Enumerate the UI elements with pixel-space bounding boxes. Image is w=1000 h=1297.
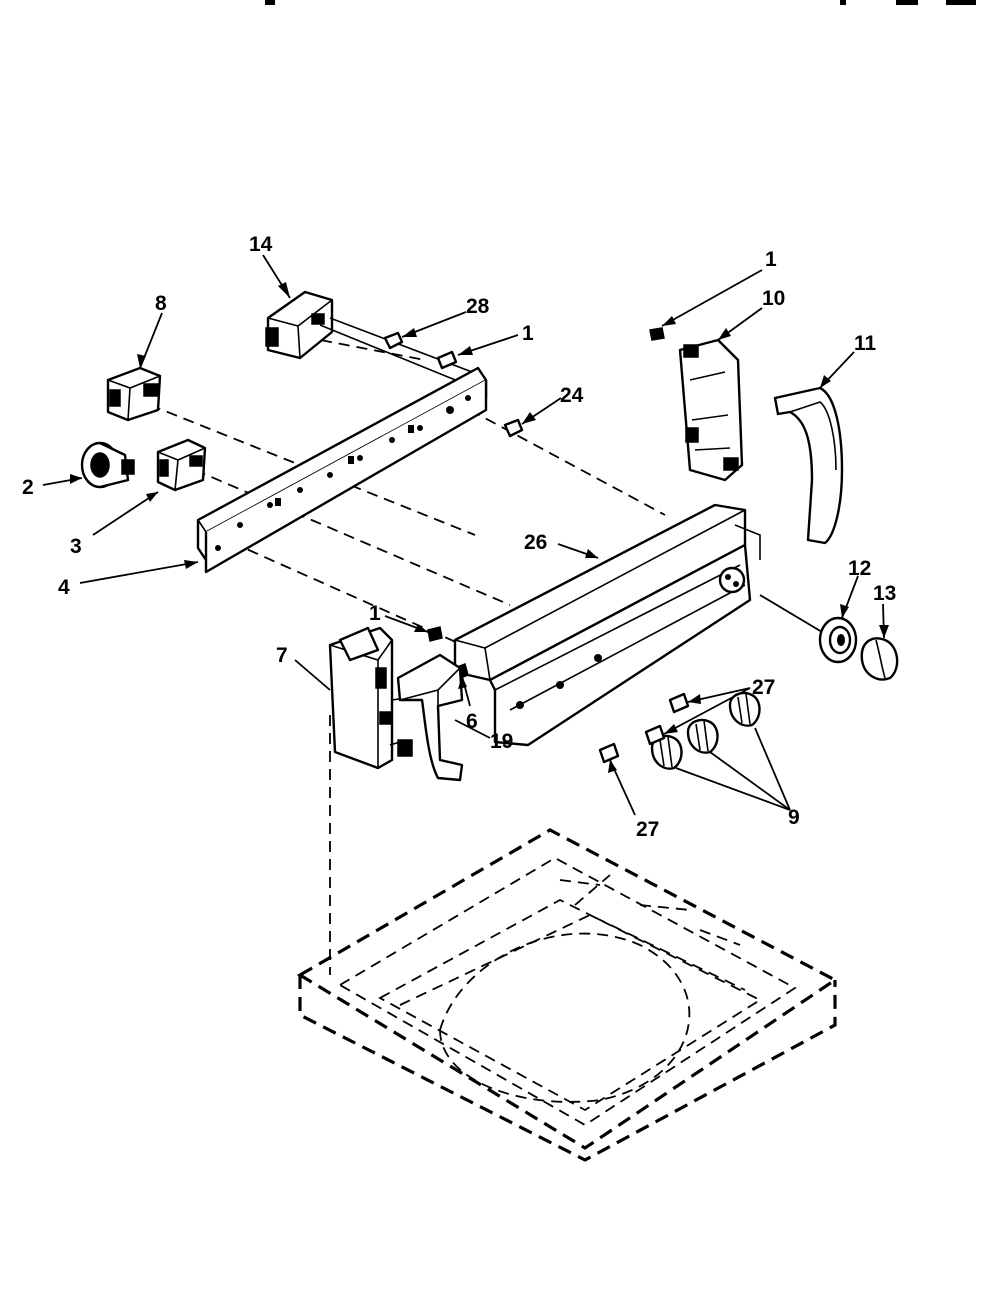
part-12-bezel (818, 616, 858, 664)
callout-4: 4 (58, 576, 70, 599)
callout-26: 26 (524, 531, 547, 554)
part-14-end-cap (396, 653, 464, 782)
callout-9: 9 (788, 806, 800, 829)
callout-7: 7 (276, 644, 288, 667)
part-7-switch-assembly (328, 626, 413, 770)
callout-14: 19 (490, 730, 513, 753)
callout-1-upper: 1 (522, 322, 534, 345)
leader-arrowheads (70, 282, 889, 773)
callout-27-right: 27 (752, 676, 775, 699)
part-2-timer (80, 441, 135, 489)
cabinet-top-outline (296, 828, 839, 1162)
part-10-bracket (649, 327, 744, 482)
callout-19: 14 (249, 233, 273, 256)
part-4-bracket (196, 366, 488, 574)
part-9-knobs (650, 691, 761, 770)
callout-12: 12 (848, 557, 871, 580)
part-3-switch (156, 438, 207, 492)
callout-10: 10 (762, 287, 785, 310)
callout-1-right: 1 (765, 248, 777, 271)
part-8-switch (106, 366, 162, 422)
part-26-console (453, 503, 761, 747)
callout-2: 2 (22, 476, 34, 499)
callout-6: 6 (466, 710, 478, 733)
callout-3: 3 (70, 535, 82, 558)
callout-27-bottom: 27 (636, 818, 659, 841)
cropped-header-fragment (265, 0, 976, 5)
part-13-knob (860, 637, 899, 681)
callout-11: 11 (854, 332, 877, 355)
callout-13: 13 (873, 582, 896, 605)
callout-24: 24 (560, 384, 584, 407)
callout-8: 8 (155, 292, 167, 315)
callout-28: 28 (466, 295, 490, 318)
callout-1-mid: 1 (369, 602, 381, 625)
part-19-switch (265, 290, 481, 389)
screws-upper (383, 331, 524, 438)
part-27-clips (598, 692, 690, 764)
callout-labels: 14 8 28 1 24 1 10 11 2 3 4 26 12 13 1 7 … (22, 233, 896, 841)
part-11-end-cap (773, 386, 844, 545)
